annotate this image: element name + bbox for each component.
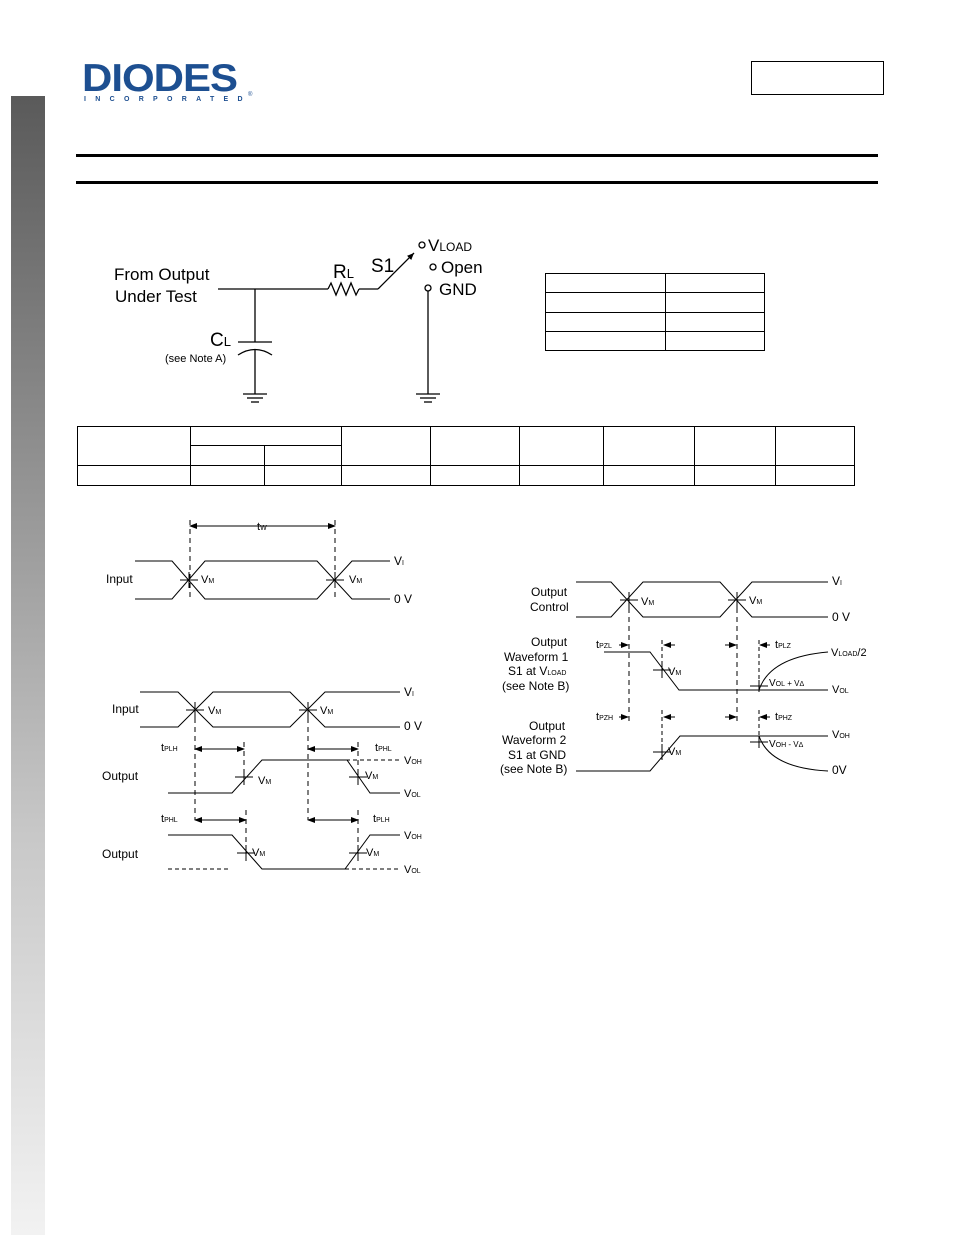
wf1-label-1: Output [531, 635, 568, 649]
vol-plus-delta-label: VOL + VΔ [769, 678, 804, 689]
pulse-trace-a [135, 560, 390, 600]
wf2-voh-label: VOH [832, 729, 850, 741]
out1-vm2-label: VM [365, 770, 378, 782]
prop-vm1-label: VM [208, 705, 221, 717]
output-control-label-2: Control [530, 600, 569, 614]
out2-vm2-label: VM [366, 847, 379, 859]
out1-vm1-label: VM [258, 775, 271, 787]
wf1-label-2: Waveform 1 [504, 650, 569, 664]
prop-vi-label: VI [404, 685, 414, 699]
pulse-zero-v-label: 0 V [394, 592, 412, 606]
wf2-zero-v-label: 0V [832, 763, 847, 777]
diodes-logo: DIODES INCORPORATED ® [82, 56, 257, 110]
out2-voh-label: VOH [404, 830, 422, 842]
page-side-bar [11, 96, 45, 1235]
vload-label: VLOAD [428, 236, 472, 255]
cl-note-label: (see Note A) [165, 353, 226, 365]
tw-label: tW [257, 521, 267, 533]
out2-vm1-label: VM [252, 847, 265, 859]
wf1-vm-label: VM [668, 666, 681, 678]
tpzh-label: tPZH [596, 711, 613, 723]
header-rule-top [76, 154, 878, 157]
test-circuit [218, 241, 440, 403]
waveform2-trace [576, 735, 828, 772]
open-terminal [429, 263, 437, 271]
enable-disable-waveform [576, 581, 829, 772]
header-rule-bottom [76, 181, 878, 184]
vload2-label: VLOAD/2 [831, 647, 867, 659]
under-test-label: Under Test [115, 287, 197, 306]
pulse-vm1-label: VM [201, 574, 214, 586]
switch-position-table [545, 273, 765, 351]
prop-input-trace-b [140, 691, 400, 728]
waveform1-trace [604, 651, 828, 691]
wf2-label-4: (see Note B) [500, 762, 567, 776]
out1-voh-label: VOH [404, 755, 422, 767]
rl-label: RL [333, 262, 354, 283]
gnd-label: GND [439, 280, 477, 299]
s1-label: S1 [371, 256, 394, 277]
tphl-label-2: tPHL [161, 813, 178, 825]
wf1-vol-label: VOL [832, 684, 849, 696]
prop-output2-label: Output [102, 847, 139, 861]
tplh-label-2: tPLH [373, 813, 390, 825]
wf2-label-1: Output [529, 719, 566, 733]
control-trace-b [576, 581, 828, 618]
wf2-label-2: Waveform 2 [502, 733, 567, 747]
gnd-terminal [424, 284, 432, 292]
open-label: Open [441, 258, 483, 277]
tphl-label-1: tPHL [375, 742, 392, 754]
pulse-vi-label: VI [394, 554, 404, 568]
tplh-label-1: tPLH [161, 742, 178, 754]
out2-vol-label: VOL [404, 864, 421, 876]
tphz-label: tPHZ [775, 711, 793, 723]
logo-wordmark: DIODES [82, 56, 238, 100]
tplz-label: tPLZ [775, 639, 792, 651]
pulse-input-label: Input [106, 572, 133, 586]
logo-registered-mark: ® [248, 92, 253, 98]
load-parameter-table [77, 426, 855, 486]
vload-terminal [418, 241, 426, 249]
ctrl-vm2-label: VM [749, 595, 762, 607]
wf1-label-3: S1 at VLOAD [508, 664, 566, 678]
pulse-width-waveform [135, 520, 390, 600]
waveform1-decay [758, 651, 829, 691]
prop-zero-v-label: 0 V [404, 719, 422, 733]
prop-input-trace-a [140, 691, 400, 728]
output-control-label-1: Output [531, 585, 568, 599]
wf1-label-4: (see Note B) [502, 679, 569, 693]
voh-minus-delta-label: VOH - VΔ [769, 739, 804, 750]
cl-label: CL [210, 330, 231, 351]
output2-trace [168, 834, 400, 870]
prop-output1-label: Output [102, 769, 139, 783]
output1-trace [168, 759, 400, 794]
wf2-label-3: S1 at GND [508, 748, 566, 762]
prop-input-label: Input [112, 702, 139, 716]
wf2-vm-label: VM [668, 746, 681, 758]
tpzl-label: tPZL [596, 639, 612, 651]
logo-subtext: INCORPORATED [84, 96, 252, 103]
from-output-label: From Output [114, 265, 210, 284]
propagation-delay-waveform [140, 691, 400, 870]
part-number-box [751, 61, 884, 95]
resistor-rl [327, 281, 360, 297]
pulse-trace-b [135, 560, 390, 600]
ctrl-vi-label: VI [832, 574, 842, 588]
out1-vol-label: VOL [404, 788, 421, 800]
ctrl-vm1-label: VM [641, 596, 654, 608]
ctrl-zero-v-label: 0 V [832, 610, 850, 624]
prop-vm2-label: VM [320, 705, 333, 717]
control-trace-a [576, 581, 828, 618]
switch-s1-blade [377, 252, 415, 290]
pulse-vm2-label: VM [349, 574, 362, 586]
